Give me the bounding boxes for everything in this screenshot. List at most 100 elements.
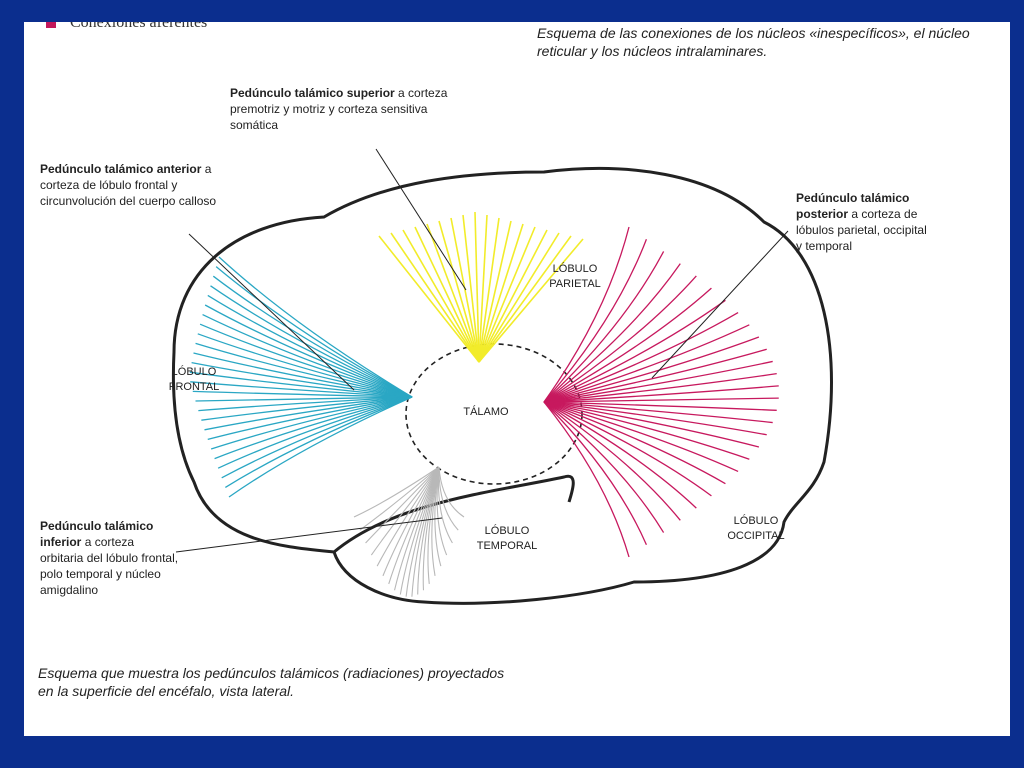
superior-fiber — [478, 217, 500, 363]
lobe-parietal: LÓBULO PARIETAL — [549, 263, 601, 290]
legend-swatch — [46, 22, 56, 29]
label-posterior: Pedúnculo talámico posterior a corteza d… — [796, 190, 936, 254]
posterior-fiber — [543, 401, 760, 448]
anterior-fiber — [192, 390, 413, 398]
thalamic-peduncles-diagram — [171, 148, 833, 605]
anterior-radiation-fibers — [189, 256, 413, 498]
superior-fiber — [426, 223, 480, 363]
posterior-radiation-fibers — [543, 226, 779, 558]
header-caption: Esquema de las conexiones de los núcleos… — [537, 25, 970, 59]
brain-outline — [171, 167, 833, 605]
posterior-fiber — [543, 336, 760, 403]
superior-fiber — [478, 226, 536, 363]
leader-posterior — [651, 230, 789, 379]
superior-radiation-fibers — [378, 211, 584, 363]
label-posterior-title: Pedúnculo talámico posterior — [796, 191, 910, 221]
inferior-fiber — [365, 466, 440, 544]
superior-fiber — [462, 214, 480, 363]
label-superior: Pedúnculo talámico superior a corteza pr… — [230, 85, 460, 133]
superior-fiber — [478, 232, 560, 363]
posterior-fiber — [543, 275, 697, 403]
anterior-fiber — [197, 333, 413, 398]
posterior-fiber — [543, 226, 630, 403]
anterior-fiber — [228, 396, 413, 498]
label-posterior-text: a corteza de lóbulos parietal, occipital… — [796, 207, 927, 253]
label-anterior-text: a corteza de lóbulo frontal y circunvolu… — [40, 162, 217, 208]
anterior-fiber — [195, 396, 413, 402]
posterior-fiber — [543, 401, 739, 473]
posterior-fiber — [543, 401, 750, 460]
anterior-fiber — [217, 396, 413, 469]
inferior-fiber — [376, 466, 440, 567]
posterior-fiber — [543, 401, 773, 424]
inferior-fiber — [405, 466, 440, 597]
anterior-fiber — [210, 396, 413, 450]
label-anterior-title: Pedúnculo talámico anterior — [40, 162, 202, 176]
posterior-fiber — [543, 401, 697, 509]
inferior-fiber — [393, 466, 440, 591]
label-inferior: Pedúnculo talámico inferior a corteza or… — [40, 518, 180, 598]
label-superior-title: Pedúnculo talámico superior — [230, 86, 395, 100]
superior-fiber — [378, 235, 480, 363]
superior-fiber — [478, 223, 524, 363]
anterior-fiber — [204, 304, 413, 398]
anterior-fiber — [207, 396, 413, 441]
leader-superior — [375, 148, 467, 291]
anterior-fiber — [212, 275, 413, 398]
temporal-boundary — [333, 474, 575, 554]
superior-fiber — [390, 232, 480, 363]
superior-fiber — [474, 211, 480, 363]
anterior-fiber — [191, 361, 413, 398]
inferior-fiber — [399, 466, 440, 595]
leader-anterior — [188, 233, 355, 391]
posterior-fiber — [543, 401, 648, 546]
posterior-fiber — [543, 401, 777, 411]
anterior-fiber — [204, 396, 413, 431]
label-superior-text: a corteza premotriz y motriz y corteza s… — [230, 86, 448, 132]
superior-fiber — [450, 217, 480, 363]
legend-text: Conexiones aferentes — [70, 22, 208, 31]
posterior-fiber — [543, 360, 773, 403]
superior-fiber — [478, 220, 512, 363]
superior-fiber — [478, 235, 572, 363]
inferior-fiber — [359, 466, 440, 531]
posterior-fiber — [543, 401, 665, 533]
posterior-fiber — [543, 401, 712, 497]
anterior-fiber — [210, 285, 413, 398]
anterior-fiber — [201, 396, 413, 421]
inferior-fiber — [388, 466, 440, 585]
bottom-caption: Esquema que muestra los pedúnculos talám… — [38, 665, 505, 699]
posterior-fiber — [543, 401, 726, 485]
posterior-fiber — [543, 385, 779, 403]
lobe-temporal: LÓBULO TEMPORAL — [476, 525, 538, 552]
posterior-fiber — [543, 373, 777, 403]
superior-fiber — [478, 229, 548, 363]
anterior-fiber — [189, 371, 413, 398]
posterior-fiber — [543, 263, 681, 403]
posterior-fiber — [543, 401, 767, 436]
top-legend: Conexiones aferentes — [46, 22, 207, 32]
anterior-fiber — [215, 266, 413, 398]
anterior-fiber — [198, 396, 413, 412]
anterior-fiber — [207, 294, 413, 398]
thalamus-label: TÁLAMO — [463, 406, 509, 418]
inferior-fiber — [370, 466, 440, 556]
inferior-fiber — [438, 466, 465, 518]
posterior-fiber — [543, 251, 665, 403]
inferior-fiber — [438, 466, 459, 531]
posterior-fiber — [543, 397, 779, 403]
superior-fiber — [438, 220, 480, 363]
anterior-fiber — [225, 396, 413, 488]
anterior-fiber — [195, 342, 413, 398]
anterior-fiber — [202, 314, 413, 398]
posterior-fiber — [543, 238, 648, 403]
label-anterior: Pedúnculo talámico anterior a corteza de… — [40, 161, 240, 209]
figure-page: Conexiones aferentes Esquema de las cone… — [24, 22, 1010, 736]
posterior-fiber — [543, 401, 630, 558]
anterior-fiber — [218, 256, 413, 398]
posterior-fiber — [543, 324, 750, 403]
label-inferior-title: Pedúnculo talámico inferior — [40, 519, 154, 549]
lobe-frontal: LÓBULO FRONTAL — [168, 366, 220, 393]
label-inferior-text: a corteza orbitaria del lóbulo frontal, … — [40, 535, 179, 597]
superior-fiber — [402, 229, 480, 363]
